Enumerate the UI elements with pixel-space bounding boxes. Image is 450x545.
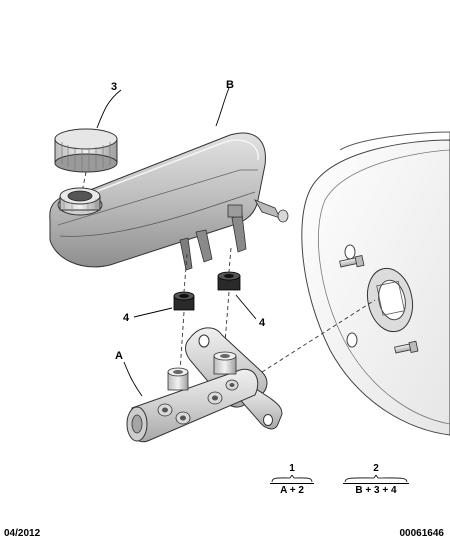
legend-group-number: 2 [373,463,379,474]
callout-4-left: 4 [123,312,130,324]
booster-stud-upper [339,255,365,268]
legend-group-1: 1 A + 2 [270,463,314,497]
reservoir-cap [54,128,118,173]
inlet-port-left [167,367,189,391]
legend-group-content: B + 3 + 4 [343,483,409,497]
inlet-port-right [213,351,237,375]
callout-3: 3 [111,81,117,93]
booster-stud-lower [394,340,419,354]
legend-group-2: 2 B + 3 + 4 [343,463,409,497]
footer-reference: 00061646 [399,528,445,539]
master-cylinder [126,327,283,443]
grommet-seal-right [217,271,241,291]
grommet-seal-left [173,291,195,311]
legend-group-content: A + 2 [270,483,314,497]
leader-lines [96,87,257,397]
brace-icon [271,475,313,483]
brace-icon [344,475,408,483]
callout-b: B [226,79,234,91]
callout-a: A [115,350,123,362]
footer-date: 04/2012 [4,528,41,539]
legend-group-number: 1 [289,463,295,474]
brake-fluid-reservoir [49,132,289,271]
callout-4-right: 4 [259,317,266,329]
brake-booster [301,131,450,436]
